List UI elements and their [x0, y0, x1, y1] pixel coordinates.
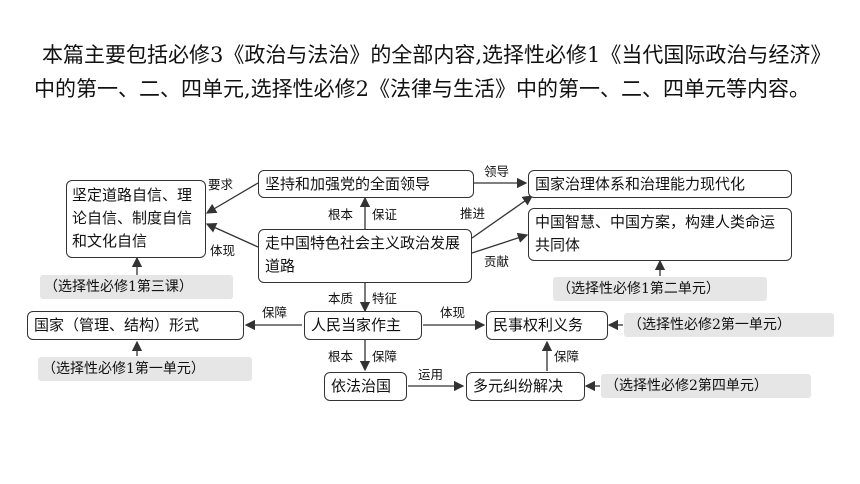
- box-rule-of-law: 依法治国: [324, 372, 407, 401]
- label-embody-2: 体现: [440, 305, 466, 320]
- source-elective1-unit2: （选择性必修1第二单元）: [553, 277, 767, 301]
- label-feature: 特征: [372, 291, 398, 306]
- arrow-embody-1: [205, 223, 259, 248]
- arrow-require: [205, 182, 259, 214]
- source-elective2-unit4: （选择性必修2第四单元）: [601, 374, 811, 398]
- label-guarantee-1: 保证: [372, 207, 398, 222]
- label-contribute: 贡献: [484, 254, 510, 269]
- box-civil-rights: 民事权利义务: [486, 311, 608, 340]
- box-party-leadership: 坚持和加强党的全面领导: [258, 170, 474, 198]
- label-guarantee-4: 保障: [554, 349, 580, 364]
- box-dispute-resolution: 多元纠纷解决: [466, 372, 585, 401]
- arrow-promote: [471, 195, 534, 239]
- intro-paragraph: 本篇主要包括必修3《政治与法治》的全部内容,选择性必修1《当代国际政治与经济》中…: [34, 43, 832, 101]
- label-guarantee-2: 保障: [262, 305, 288, 320]
- arrow-contribute: [471, 232, 529, 254]
- label-guarantee-3: 保障: [372, 349, 398, 364]
- label-foundation-1: 根本: [328, 207, 354, 222]
- label-essence: 本质: [328, 291, 354, 306]
- label-require: 要求: [208, 177, 234, 192]
- box-china-wisdom: 中国智慧、中国方案，构建人类命运共同体: [528, 208, 792, 261]
- label-foundation-2: 根本: [328, 349, 354, 364]
- source-elective1-unit1: （选择性必修1第一单元）: [38, 357, 252, 381]
- box-four-confidences: 坚定道路自信、理论自信、制度自信和文化自信: [66, 180, 206, 258]
- source-elective1-lesson3: （选择性必修1第三课）: [40, 275, 233, 299]
- box-state-form: 国家（管理、结构）形式: [27, 311, 244, 340]
- source-elective2-unit1: （选择性必修2第一单元）: [624, 313, 834, 337]
- box-governance-modernization: 国家治理体系和治理能力现代化: [528, 170, 792, 198]
- label-promote: 推进: [460, 206, 486, 221]
- label-embody-1: 体现: [210, 243, 236, 258]
- box-people-masters: 人民当家作主: [304, 311, 422, 340]
- box-socialist-road: 走中国特色社会主义政治发展道路: [258, 229, 472, 283]
- label-apply: 运用: [418, 367, 444, 382]
- label-lead: 领导: [484, 164, 510, 179]
